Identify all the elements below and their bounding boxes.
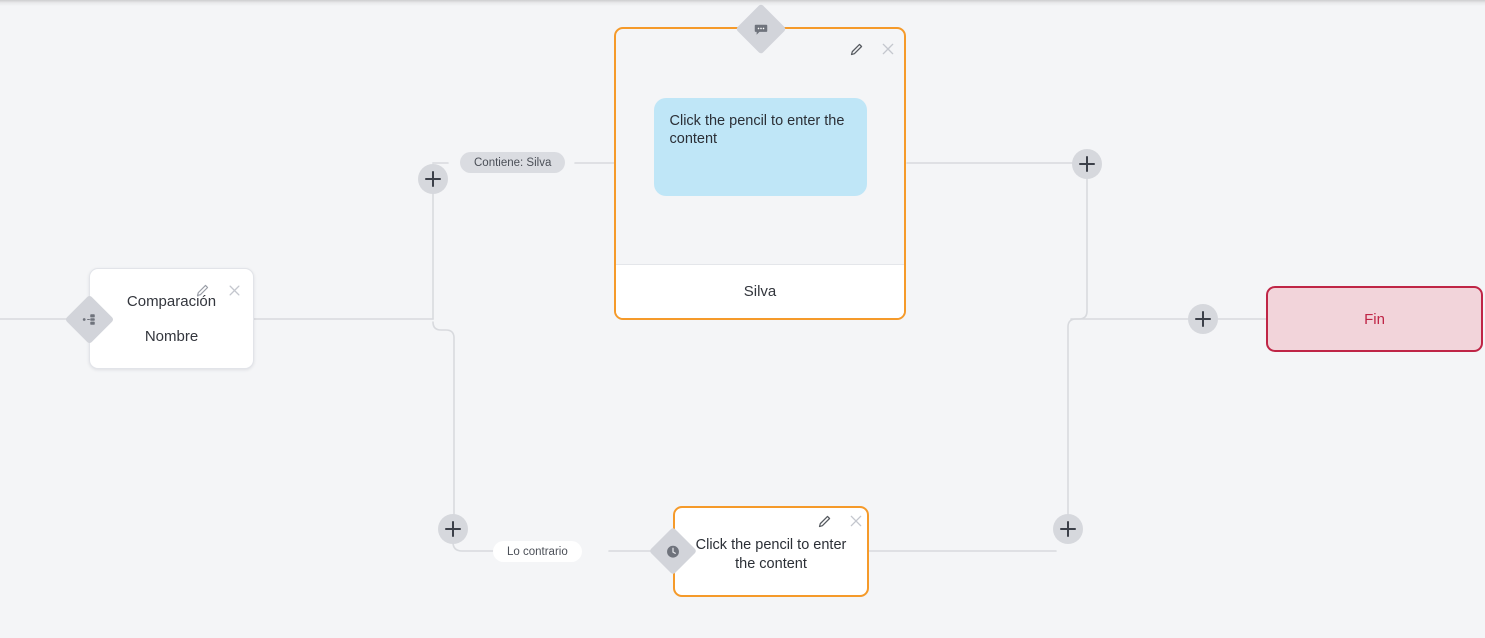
message-node-actions [847,40,897,58]
message-icon[interactable] [735,3,787,55]
add-node-button-true-start[interactable] [418,164,448,194]
comparison-title: Comparación [126,292,217,310]
clock-icon[interactable] [648,526,698,576]
add-node-button-false-start[interactable] [438,514,468,544]
pencil-icon[interactable] [815,512,833,530]
message-bubble-text: Click the pencil to enter the content [669,112,845,148]
edge-label-false[interactable]: Lo contrario [493,541,582,562]
node-end[interactable]: Fin [1266,286,1483,352]
branch-icon[interactable] [64,294,115,345]
node-comparison[interactable]: Comparación Nombre [89,268,254,369]
add-node-button-true-end[interactable] [1072,149,1102,179]
edge-label-true[interactable]: Contiene: Silva [460,152,566,173]
message-bubble: Click the pencil to enter the content [653,97,867,196]
node-message[interactable]: Click the pencil to enter the content Si… [614,27,906,320]
add-node-button-false-end[interactable] [1053,514,1083,544]
close-icon[interactable] [225,281,243,299]
message-body: Click the pencil to enter the content [616,29,904,264]
add-node-button-before-end[interactable] [1188,304,1218,334]
pencil-icon[interactable] [193,281,211,299]
close-icon[interactable] [847,512,865,530]
delay-node-actions [815,512,865,530]
delay-text: Click the pencil to enter the content [695,536,847,572]
node-delay[interactable]: Click the pencil to enter the content [673,506,869,597]
comparison-field: Nombre [144,327,199,345]
close-icon[interactable] [879,40,897,58]
comparison-node-actions [193,281,243,299]
pencil-icon[interactable] [847,40,865,58]
end-label: Fin [1364,310,1385,328]
message-footer: Silva [616,264,904,318]
